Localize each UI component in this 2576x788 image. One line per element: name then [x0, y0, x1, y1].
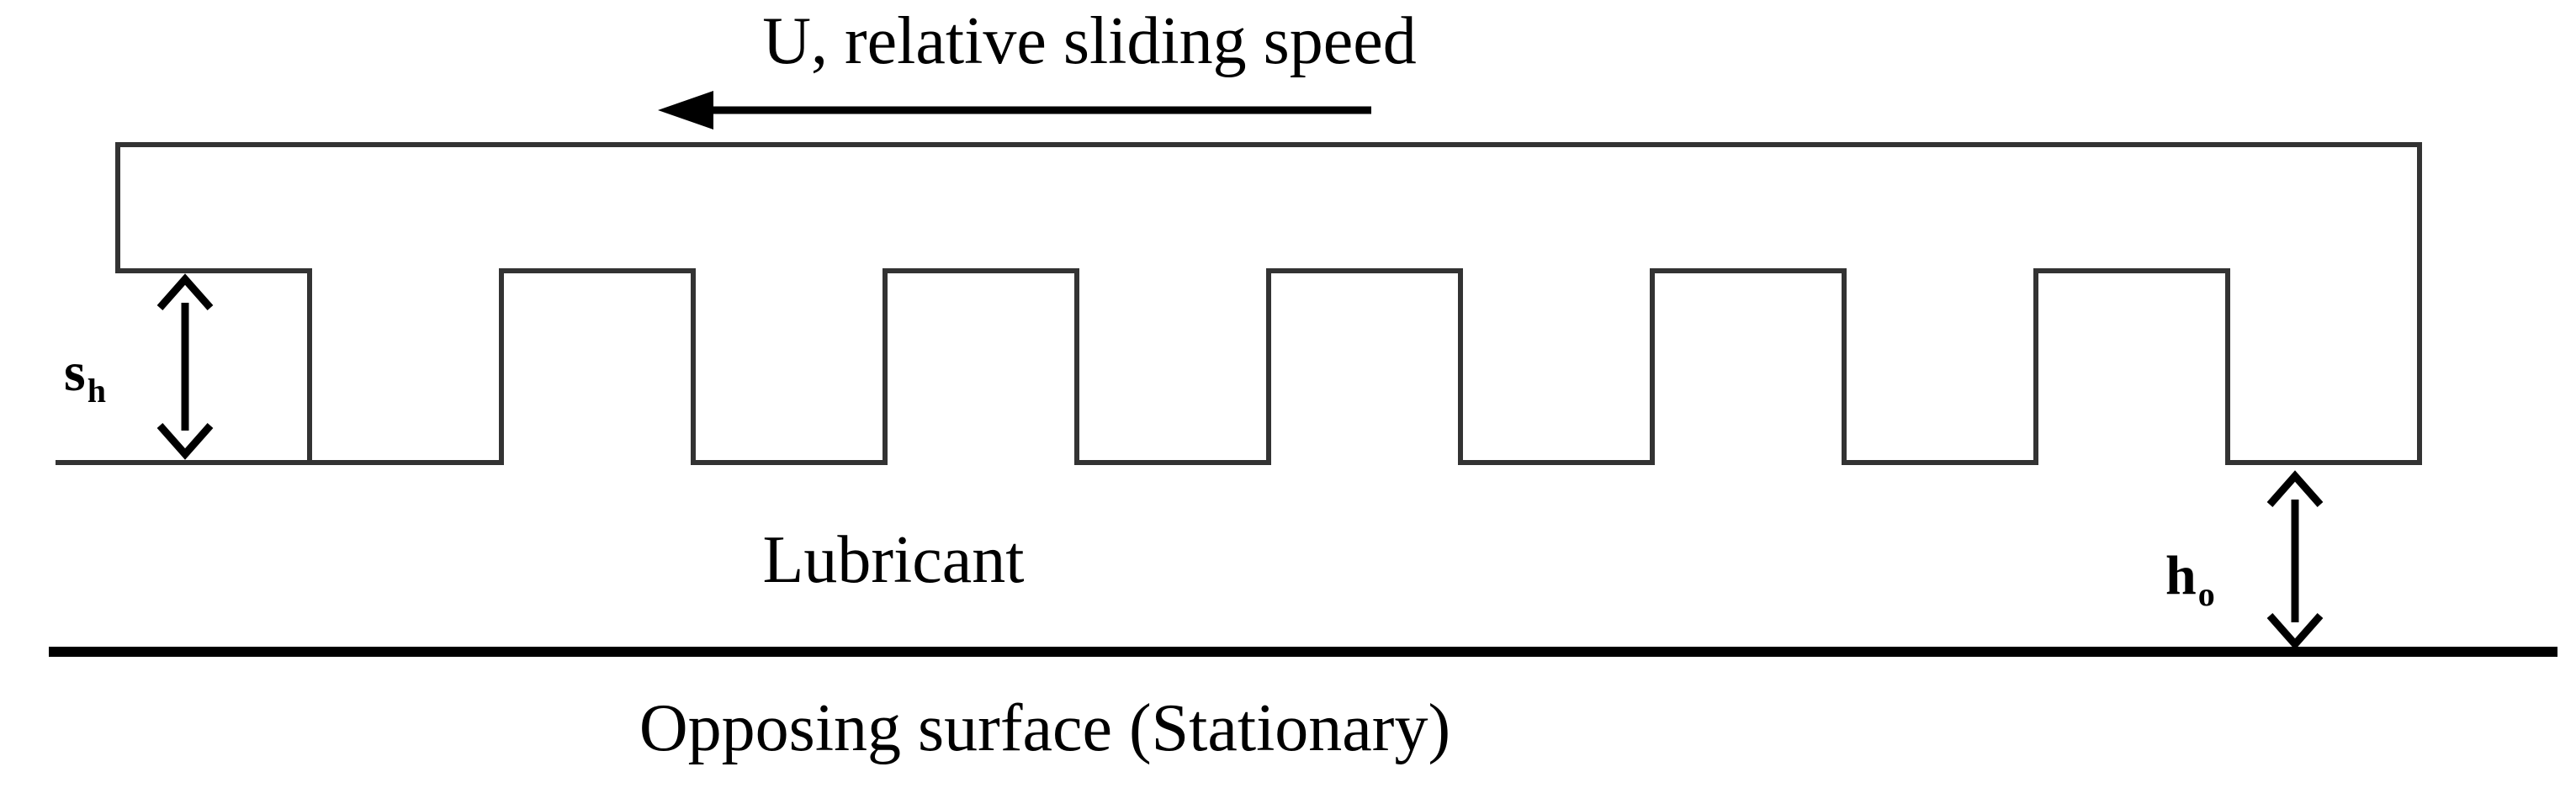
lubricant-label: Lubricant [763, 523, 1025, 597]
speed-arrow-icon [658, 91, 1371, 130]
speed-label: U, relative sliding speed [762, 4, 1417, 78]
textured-surface-profile [115, 142, 2422, 465]
sh-subscript: h [87, 372, 106, 410]
opposing-surface-label: Opposing surface (Stationary) [639, 691, 1450, 765]
ho-symbol: h [2165, 545, 2197, 606]
ho-double-arrow-icon [2266, 470, 2324, 650]
sh-symbol: s [64, 341, 86, 403]
sh-label: sh [64, 341, 106, 410]
ho-subscript: o [2198, 575, 2215, 613]
ho-label: ho [2165, 545, 2215, 613]
sh-double-arrow-icon [156, 273, 214, 460]
